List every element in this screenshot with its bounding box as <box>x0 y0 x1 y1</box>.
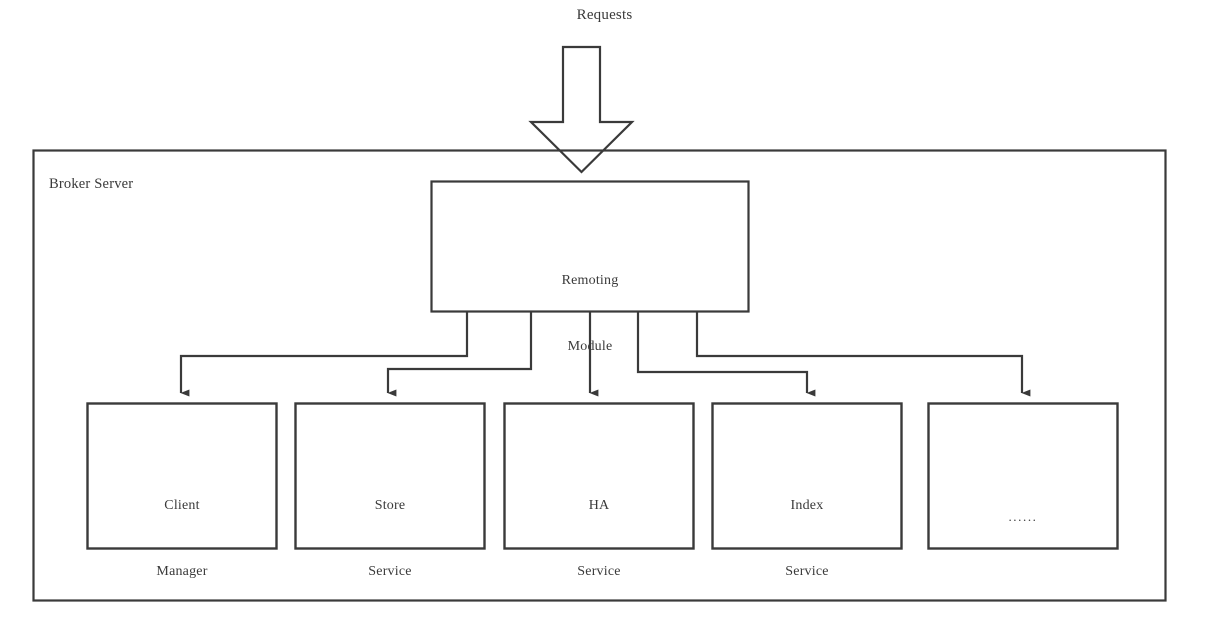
store-service-label: Store Service <box>295 451 485 627</box>
remoting-module-label-line2: Module <box>567 339 613 354</box>
remoting-module-box <box>430 180 750 313</box>
client-manager-label: Client Manager <box>87 451 277 627</box>
more-services-label-line2: ...... <box>1008 509 1038 524</box>
connector-to-client-manager <box>179 312 469 397</box>
connector-to-more-services <box>695 312 1031 397</box>
index-service-box <box>711 402 903 550</box>
client-manager-box <box>86 402 278 550</box>
ha-service-label: HA Service <box>504 451 694 627</box>
index-service-label: Index Service <box>712 451 902 627</box>
broker-server-label: Broker Server <box>49 176 134 192</box>
requests-block-arrow <box>528 45 635 174</box>
connector-to-index-service <box>636 312 816 397</box>
client-manager-label-line1: Client <box>164 498 200 513</box>
client-manager-label-line2: Manager <box>156 564 208 579</box>
ha-service-label-line2: Service <box>577 564 621 579</box>
store-service-label-line2: Service <box>368 564 412 579</box>
remoting-module-label-line1: Remoting <box>561 273 619 288</box>
ha-service-box <box>503 402 695 550</box>
more-services-box <box>927 402 1119 550</box>
broker-server-container <box>32 149 1167 602</box>
remoting-module-label: Remoting Module <box>431 226 749 402</box>
index-service-label-line1: Index <box>790 498 824 513</box>
index-service-label-line2: Service <box>785 564 829 579</box>
ha-service-label-line1: HA <box>588 498 610 513</box>
connector-to-store-service <box>386 312 533 397</box>
requests-label: Requests <box>576 7 633 23</box>
more-services-label: ...... <box>928 462 1118 572</box>
store-service-label-line1: Store <box>374 498 406 513</box>
store-service-box <box>294 402 486 550</box>
